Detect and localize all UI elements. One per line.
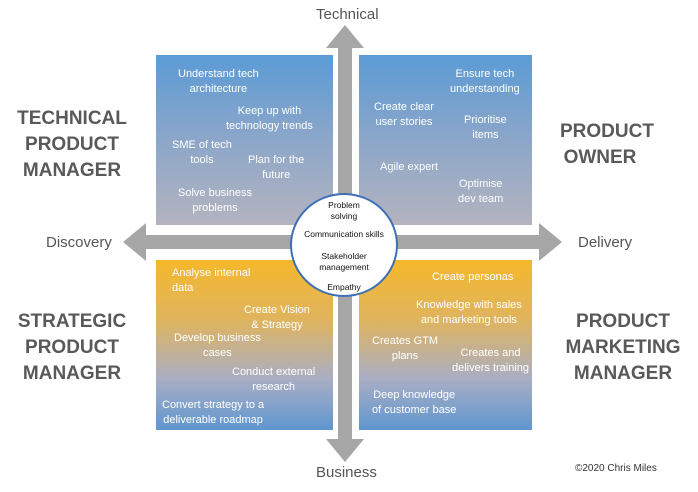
quadrant-strategic-pm bbox=[156, 260, 333, 430]
arrow-up bbox=[326, 25, 364, 240]
br-item-personas: Create personas bbox=[432, 271, 514, 283]
tr-item-agile-expert: Agile expert bbox=[380, 161, 439, 173]
axis-label-discovery: Discovery bbox=[46, 234, 112, 251]
role-product-marketing-manager: PRODUCT MARKETING MANAGER bbox=[565, 311, 681, 384]
role-strategic-product-manager: STRATEGIC PRODUCT MANAGER bbox=[17, 311, 127, 384]
copyright-text: ©2020 Chris Miles bbox=[575, 463, 657, 474]
axis-label-business: Business bbox=[316, 464, 377, 481]
role-product-owner: PRODUCT OWNER bbox=[560, 121, 654, 168]
axis-label-delivery: Delivery bbox=[578, 234, 633, 251]
core-skill-communication: Communication skills bbox=[304, 229, 384, 239]
axis-label-technical: Technical bbox=[316, 6, 379, 23]
quadrant-product-marketing bbox=[359, 260, 532, 430]
quadrant-technical-pm bbox=[156, 55, 333, 225]
quadrant-product-owner bbox=[359, 55, 532, 225]
core-skills-circle bbox=[290, 193, 398, 297]
arrow-right bbox=[345, 223, 562, 261]
role-technical-product-manager: TECHNICAL PRODUCT MANAGER bbox=[17, 108, 127, 181]
arrow-left bbox=[123, 223, 345, 261]
bl-item-vision-strategy: Create Vision& Strategy bbox=[244, 304, 310, 331]
core-skill-empathy: Empathy bbox=[327, 282, 361, 292]
arrow-down bbox=[326, 240, 364, 462]
